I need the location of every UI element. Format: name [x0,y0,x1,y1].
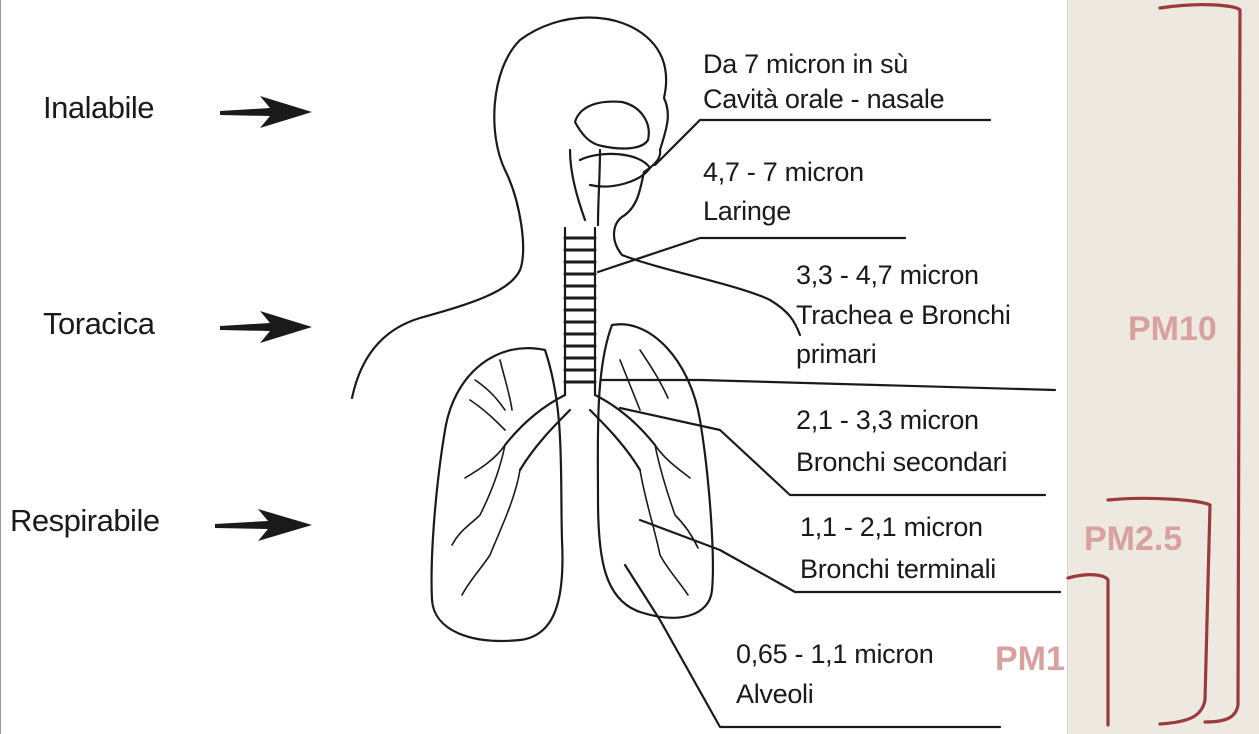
arrow-respirable [215,509,312,541]
size-site-2: Laringe [703,195,791,228]
bronchi [505,395,655,470]
arrow-inhalable [220,96,312,128]
pm25-label: PM2.5 [1084,520,1182,559]
category-respirable: Respirabile [10,503,160,539]
right-lung [598,324,713,617]
pm1-bracket [1068,575,1108,725]
size-range-2: 4,7 - 7 micron [703,156,864,189]
pm10-bracket [1160,5,1240,722]
pm10-label: PM10 [1128,310,1217,349]
oral-cavity [580,154,650,187]
size-site-1: Cavità orale - nasale [703,83,944,116]
nasal-cavity [575,102,649,149]
size-site-6: Alveoli [736,678,813,711]
arrow-thoracic [220,311,312,343]
size-range-5: 1,1 - 2,1 micron [800,511,983,544]
size-range-6: 0,65 - 1,1 micron [736,638,934,671]
size-site-4: Bronchi secondari [796,446,1007,479]
category-inhalable: Inalabile [43,90,154,126]
pm1-label: PM1 [995,640,1065,679]
size-site-3b: primari [796,338,876,371]
size-range-1: Da 7 micron in sù [703,48,908,81]
size-range-3: 3,3 - 4,7 micron [796,259,979,292]
leader-3 [602,380,1055,390]
left-lung [432,348,563,641]
size-range-4: 2,1 - 3,3 micron [796,404,979,437]
size-site-3: Trachea e Bronchi [796,299,1011,332]
size-site-5: Bronchi terminali [800,553,996,586]
category-thoracic: Toracica [43,306,154,342]
